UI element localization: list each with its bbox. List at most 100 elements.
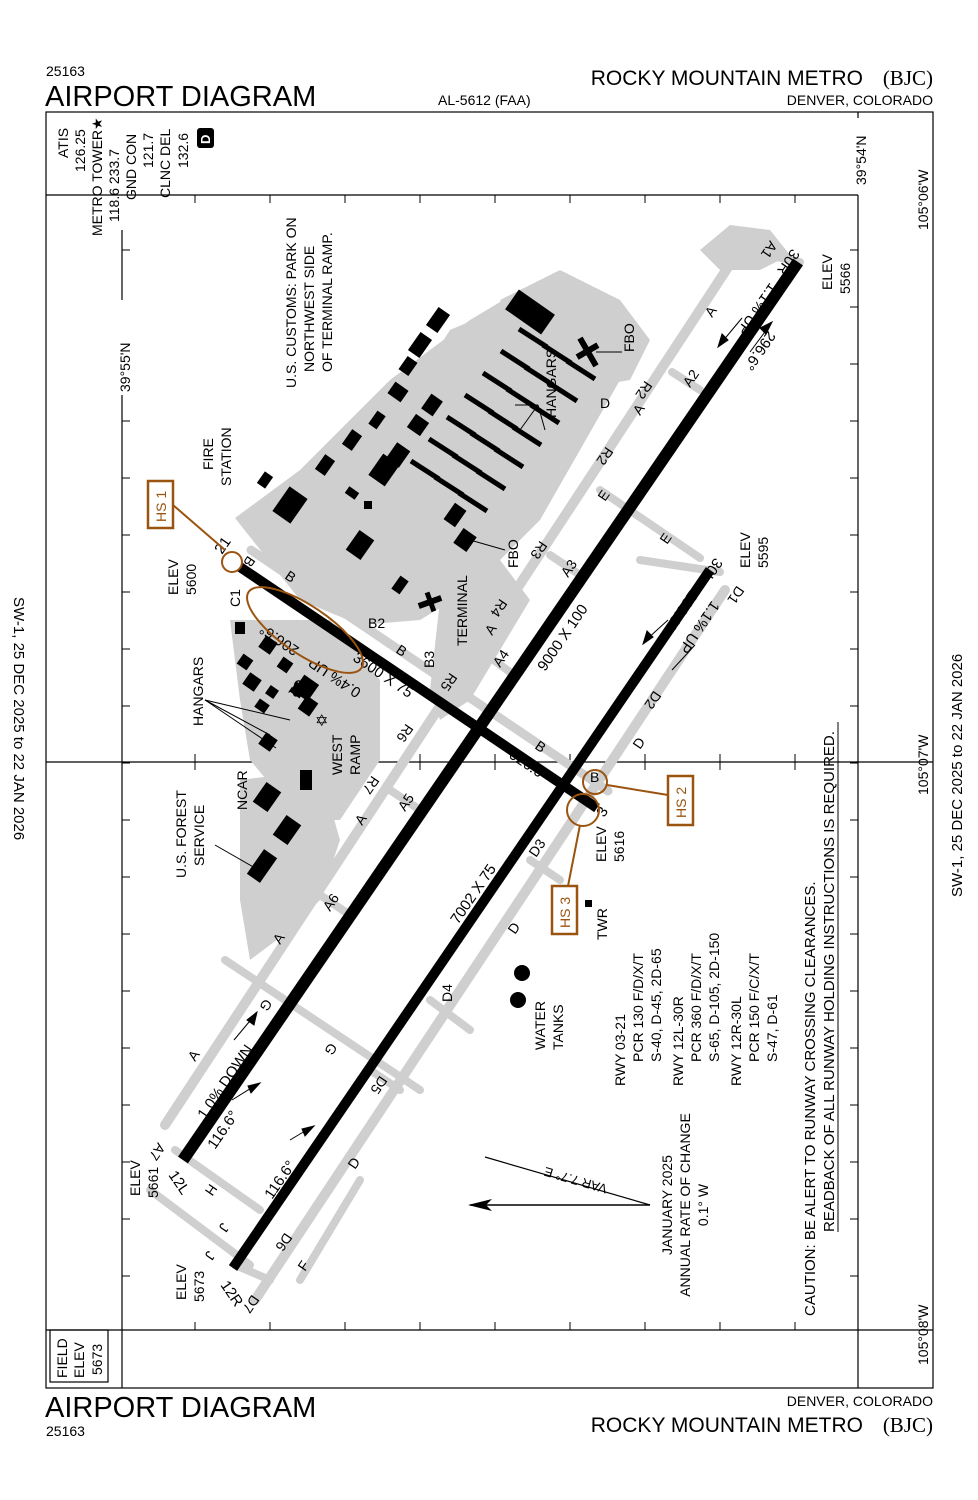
building: [254, 698, 270, 714]
hot-spot-3-box[interactable]: [550, 884, 579, 936]
chart-title-top: AIRPORT DIAGRAM: [45, 81, 316, 113]
runway-03-21[interactable]: [237, 562, 600, 813]
field-elev-l2: ELEV: [71, 1342, 87, 1378]
hot-spot-1-box[interactable]: [146, 479, 175, 530]
building: [314, 454, 336, 476]
taxiway-label-d: D: [504, 919, 523, 936]
taxiway-label-g: G: [256, 996, 275, 1014]
elev-label-3: ELEV: [593, 826, 609, 862]
building: [258, 635, 278, 655]
hangar-row: [547, 380, 579, 404]
fbo-pointer: [469, 539, 506, 551]
hangar-row: [511, 424, 543, 448]
taxiway-label-j: J: [216, 1220, 233, 1235]
taxiway-d: [250, 585, 730, 1305]
building: [453, 528, 477, 552]
longitude-label-bottom: 105°08'W: [915, 1304, 931, 1365]
building: [236, 653, 254, 671]
building: [292, 674, 320, 702]
chart-frame: [45, 111, 934, 1389]
atis-d-badge-letter: D: [198, 135, 213, 144]
water-tank-icon: [510, 992, 526, 1008]
terminal-aircraft-icon: [417, 591, 443, 613]
elev-30R: 5566: [837, 263, 853, 294]
pcr-line: S-40, D-45, 2D-65: [648, 948, 664, 1062]
latitude-label-left: 39°55'N: [117, 342, 133, 392]
field-elev-l1: FIELD: [54, 1338, 70, 1378]
building: [235, 622, 245, 634]
usfs-pointer: [214, 844, 256, 869]
water-tank-icon: [514, 965, 530, 981]
hot-spot-2-box[interactable]: [666, 774, 695, 827]
variation-label: VAR 7.7° E: [542, 1164, 609, 1197]
pcr-line: RWY 12R-30L: [728, 996, 744, 1086]
tower-icon: [585, 900, 592, 907]
buildings: [235, 289, 597, 883]
building: [391, 575, 409, 595]
taxiway-label-a7: A7: [146, 1140, 169, 1163]
elev-label-30L: ELEV: [737, 532, 753, 568]
usfs-label-1: U.S. FOREST: [173, 790, 189, 878]
effective-dates-right: SW-1, 25 DEC 2025 to 22 JAN 2026: [949, 654, 966, 897]
ncar-label: NCAR: [234, 770, 250, 810]
customs-note-1: U.S. CUSTOMS: PARK ON: [283, 217, 299, 388]
elev-label-12L: ELEV: [127, 1160, 143, 1196]
building: [387, 381, 409, 403]
elev-12L: 5661: [145, 1167, 161, 1198]
hot-spot-3-label: HS 3: [557, 897, 573, 928]
taxiway-label-g: G: [321, 1040, 340, 1058]
hangar-row: [445, 414, 477, 438]
feature-labels: U.S. CUSTOMS: PARK ON NORTHWEST SIDE OF …: [173, 217, 637, 1050]
taxiway-b: [246, 545, 613, 796]
runway-direction-arrows: [231, 317, 774, 1141]
taxiway-a4: [476, 646, 514, 676]
elev-3: 5616: [611, 831, 627, 862]
building: [242, 672, 262, 692]
magnetic-north-line: [484, 1156, 651, 1206]
taxiway-d5: [366, 1066, 404, 1094]
customs-note-3: OF TERMINAL RAMP.: [319, 232, 335, 372]
building: [421, 393, 443, 417]
hangar-row: [433, 474, 465, 498]
runway-12R-30L[interactable]: [228, 567, 715, 1271]
building: [398, 356, 418, 376]
pcr-notes: RWY 03-21 PCR 130 F/D/X/T S-40, D-45, 2D…: [612, 933, 780, 1086]
elev-21: 5600: [183, 564, 199, 595]
hangar-row: [499, 348, 531, 372]
runway-12L-30R[interactable]: [178, 258, 803, 1164]
hangars-label-east: HANGARS: [543, 349, 559, 418]
west-ramp-label-2: RAMP: [347, 735, 363, 775]
effective-dates-left: SW-1, 25 DEC 2025 to 22 JAN 2026: [10, 597, 27, 840]
chart-title-bottom: AIRPORT DIAGRAM: [45, 1392, 316, 1424]
taxiway-a6: [316, 891, 354, 919]
field-elevation-box: FIELD ELEV 5673: [49, 1329, 109, 1383]
taxiway-label-a: A: [184, 1046, 203, 1063]
field-elev-l3: 5673: [89, 1344, 105, 1375]
longitude-label-top: 105°06'W: [915, 169, 931, 230]
hangar-row: [409, 458, 441, 482]
taxiway-label-d4: D4: [439, 984, 455, 1002]
ground-label: GND CON: [123, 134, 139, 200]
taxiway-d4: [426, 996, 474, 1034]
city-top: DENVER, COLORADO: [787, 92, 933, 108]
building: [443, 502, 467, 528]
hot-spots: HS 1 HS 2 HS 3: [146, 479, 695, 936]
taxiway-label-d: D: [629, 734, 648, 751]
longitude-label-mid: 105°07'W: [915, 734, 931, 795]
taxiway-e: [596, 486, 704, 562]
fire-station-label-2: STATION: [218, 427, 234, 486]
taxiway-d3: [526, 856, 564, 884]
chart-id-top: 25163: [46, 63, 85, 79]
fbo-label-terminal: FBO: [505, 539, 521, 568]
building: [252, 782, 282, 812]
building: [344, 486, 360, 500]
taxiway-a2: [668, 368, 704, 394]
chart-id-bottom: 25163: [46, 1423, 85, 1439]
elev-label-30R: ELEV: [819, 254, 835, 290]
building: [406, 413, 430, 437]
pcr-line: S-47, D-61: [764, 994, 780, 1062]
water-tanks-label-2: TANKS: [550, 1004, 566, 1050]
tower-label: METRO TOWER★: [89, 117, 105, 236]
taxiway-label-b: B: [590, 769, 599, 785]
fbo-aircraft-icon: [575, 336, 600, 368]
